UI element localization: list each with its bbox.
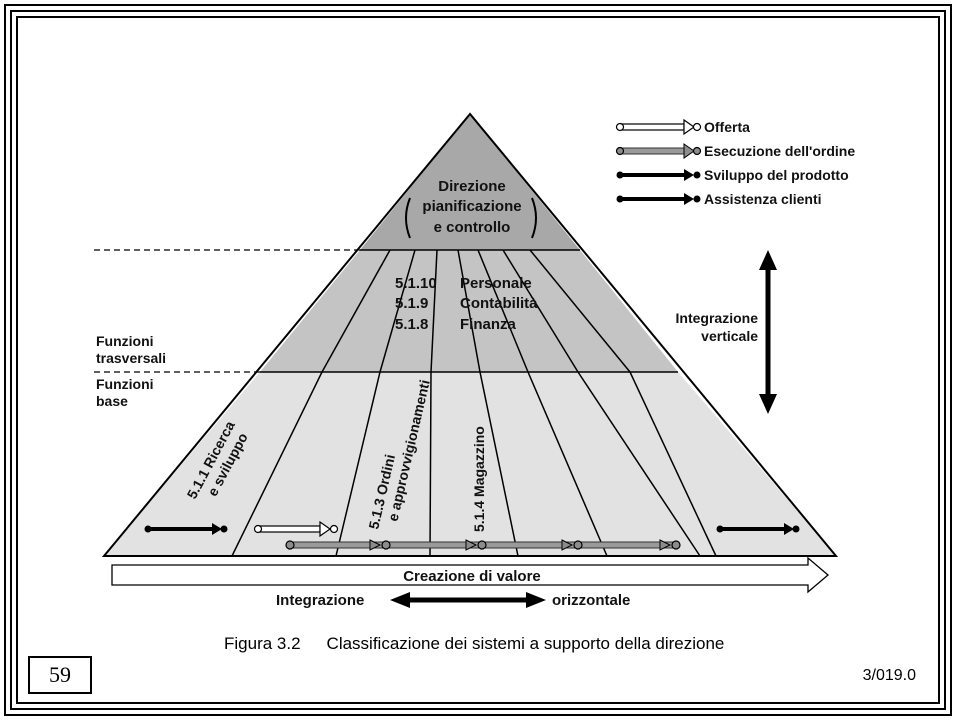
- legend-label-esecuzione: Esecuzione dell'ordine: [704, 143, 855, 159]
- value-creation-arrow: [111, 556, 830, 594]
- horizontal-integration-right: orizzontale: [552, 592, 630, 609]
- apex-bracket-right: [531, 197, 537, 239]
- legend-assistenza: Assistenza clienti: [616, 191, 822, 207]
- sviluppo-arrow-left: [144, 523, 228, 535]
- horizontal-integration-arrow: [390, 592, 546, 608]
- middle-name-1: Personale: [460, 275, 532, 292]
- legend-label-sviluppo: Sviluppo del prodotto: [704, 167, 849, 183]
- middle-frame: [10, 10, 946, 710]
- label-magazzino: 5.1.4 Magazzino: [471, 426, 487, 532]
- page-number: 59: [28, 656, 92, 694]
- legend-esecuzione: Esecuzione dell'ordine: [615, 143, 855, 159]
- base-layer: [104, 372, 836, 556]
- apex-bracket-left: [405, 197, 411, 239]
- label-magazzino-text: 5.1.4 Magazzino: [471, 426, 487, 532]
- label-transversal-1: Funzioni: [96, 333, 154, 349]
- middle-code-1: 5.1.10: [395, 275, 437, 292]
- esecuzione-arrow-chain: [285, 539, 681, 551]
- middle-column-lines: [321, 249, 631, 373]
- legend-offerta: Offerta: [615, 118, 750, 136]
- legend-label-assistenza: Assistenza clienti: [704, 191, 822, 207]
- base-column-lines: [231, 371, 717, 557]
- apex-line2: pianificazione: [422, 198, 521, 215]
- legend-sviluppo: Sviluppo del prodotto: [616, 167, 849, 183]
- middle-name-3: Finanza: [460, 316, 516, 333]
- vertical-integration-label-1: Integrazione: [676, 310, 759, 326]
- middle-name-2: Contabilità: [460, 295, 538, 312]
- middle-code-3: 5.1.8: [395, 316, 428, 333]
- legend: Offerta Esecuzione dell'ordine Sviluppo …: [615, 118, 855, 207]
- label-base-2: base: [96, 393, 128, 409]
- outer-frame: [4, 4, 952, 716]
- offerta-arrow: [253, 520, 339, 538]
- figure-caption: Figura 3.2 Classificazione dei sistemi a …: [224, 634, 724, 654]
- assistenza-arrow-right: [716, 523, 800, 535]
- middle-code-2: 5.1.9: [395, 295, 428, 312]
- vertical-integration-label-2: verticale: [701, 328, 758, 344]
- document-reference: 3/019.0: [862, 667, 916, 684]
- vertical-integration-arrow: [759, 250, 777, 414]
- apex-line3: e controllo: [434, 219, 511, 236]
- pyramid-outline: [101, 112, 839, 557]
- caption-text: Classificazione dei sistemi a supporto d…: [326, 634, 725, 653]
- apex-layer: [360, 114, 580, 250]
- inner-frame: [16, 16, 940, 704]
- value-creation-label: Creazione di valore: [403, 568, 541, 585]
- label-base-1: Funzioni: [96, 376, 154, 392]
- apex-line1: Direzione: [438, 178, 506, 195]
- horizontal-integration-left: Integrazione: [276, 592, 364, 609]
- label-transversal-2: trasversali: [96, 350, 166, 366]
- legend-label-offerta: Offerta: [704, 119, 750, 135]
- caption-label: Figura 3.2: [224, 634, 301, 653]
